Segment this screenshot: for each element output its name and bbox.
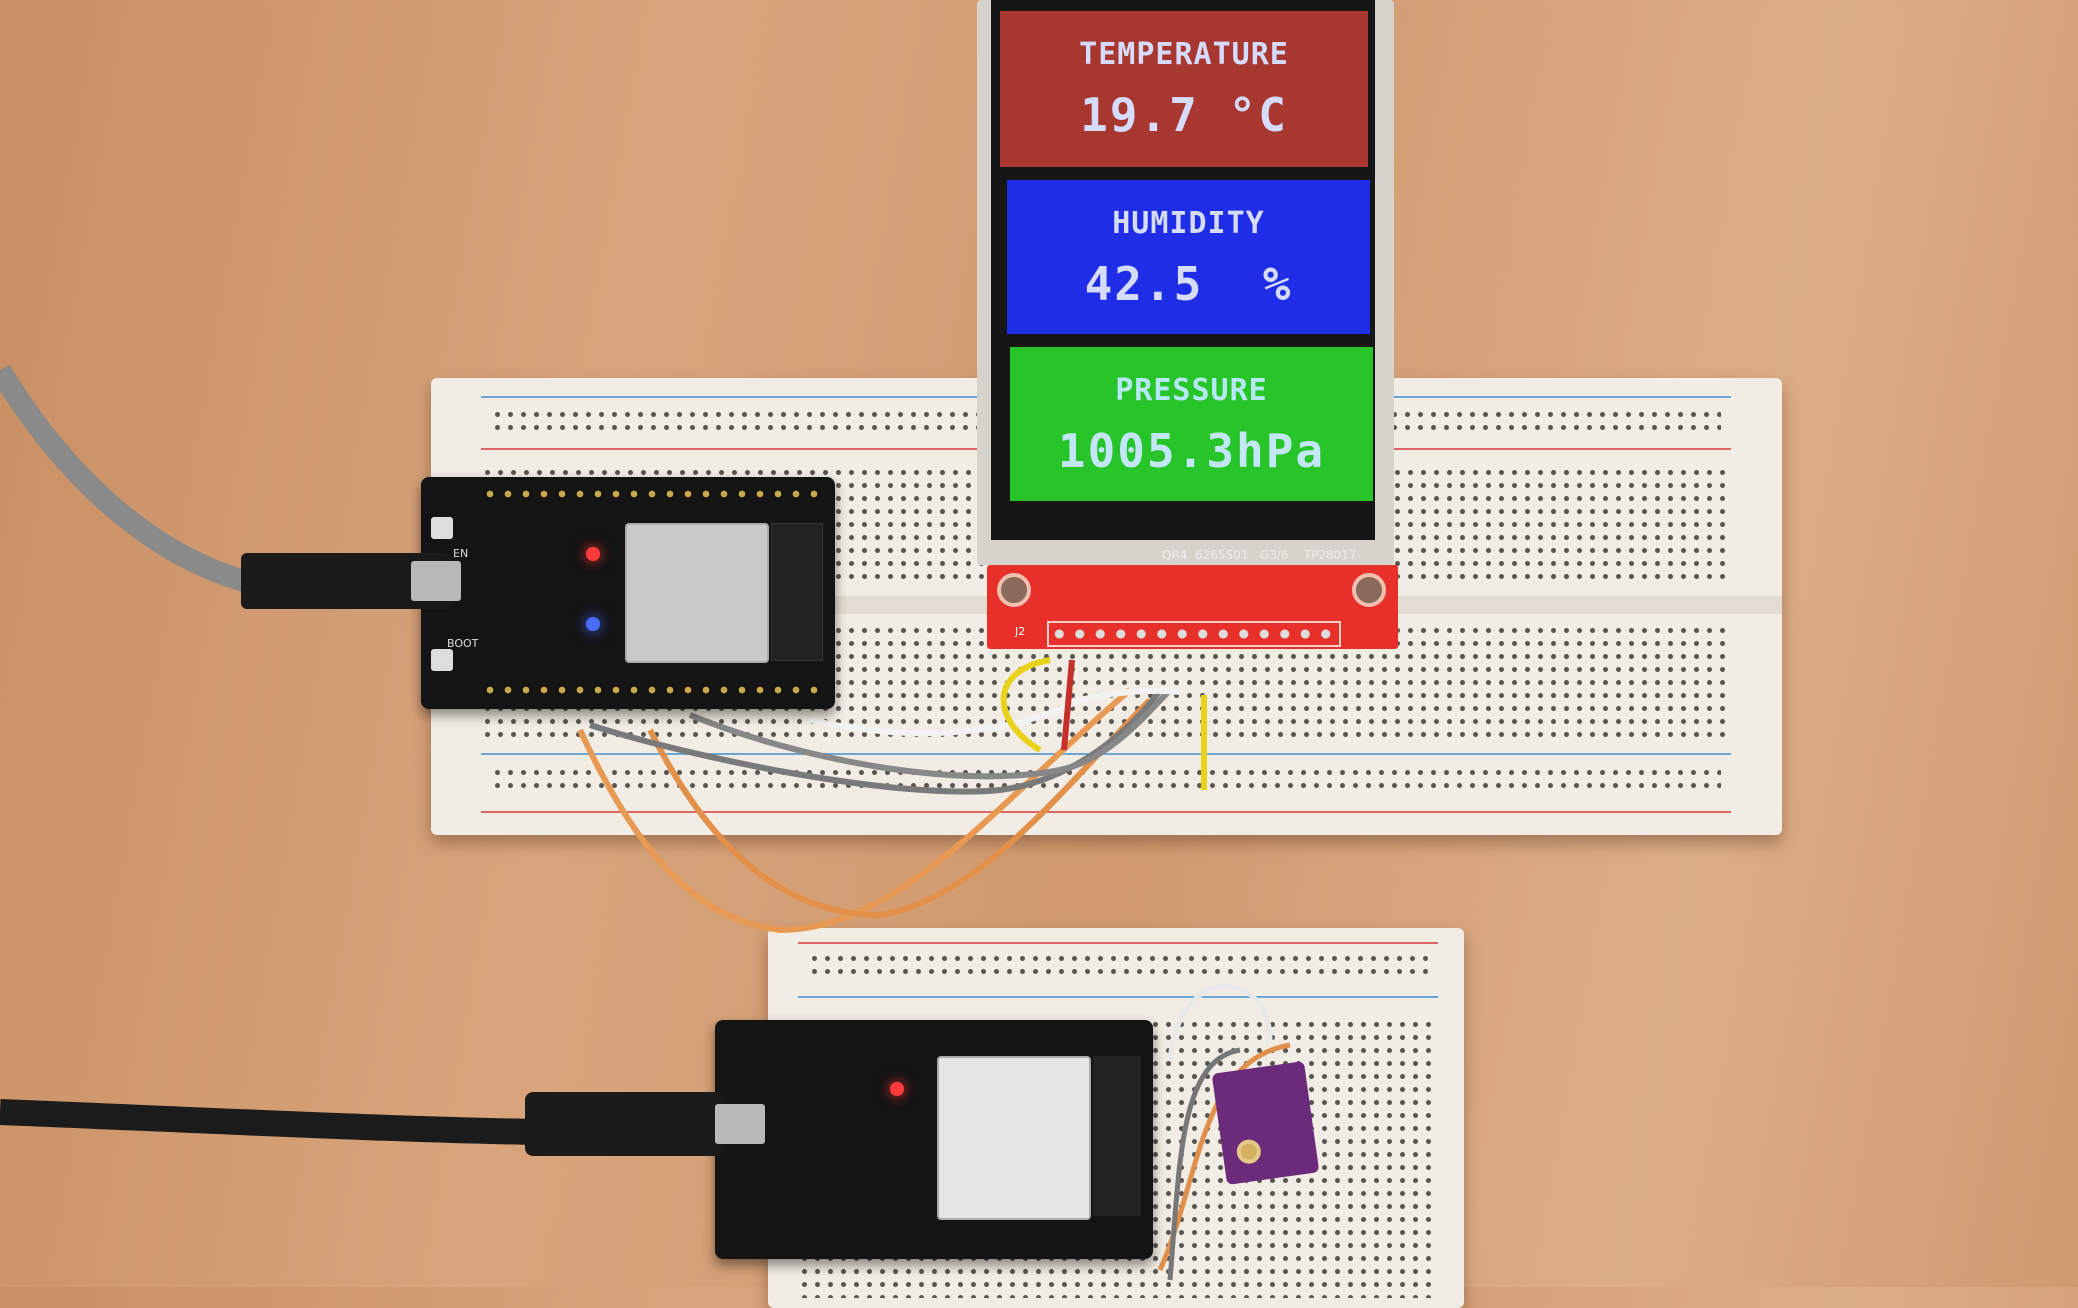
pin-header <box>1047 621 1341 647</box>
bme280-sensor <box>1211 1061 1320 1185</box>
wire-orange-2 <box>647 697 1153 919</box>
esp-wroom-module <box>625 523 769 663</box>
pcb-silkscreen: QR4 6265S01 G3/6 TP28017 <box>1162 548 1357 562</box>
en-label: EN <box>453 547 469 560</box>
micro-usb-port <box>715 1104 765 1144</box>
boot-button[interactable] <box>431 649 453 671</box>
antenna <box>1093 1056 1141 1216</box>
en-button[interactable] <box>431 517 453 539</box>
blue-led <box>586 617 600 631</box>
temperature-value: 19.7 °C <box>1080 88 1288 142</box>
wire-gray-2 <box>688 687 1173 780</box>
rail-holes-bottom <box>491 766 1721 794</box>
micro-usb-port <box>411 561 461 601</box>
connector-label: J2 <box>1015 625 1026 638</box>
wire-red <box>1061 659 1075 751</box>
tft-display-module: TEMPERATURE 19.7 °C HUMIDITY 42.5 % PRES… <box>977 0 1398 649</box>
usb-cable-bottom <box>0 1099 541 1145</box>
power-rail <box>798 942 1438 998</box>
pressure-value: 1005.3hPa <box>1057 424 1326 478</box>
antenna <box>771 523 823 661</box>
esp32-board-bottom <box>525 1020 1153 1259</box>
red-led <box>586 547 600 561</box>
wire-sensor-white <box>1167 983 1273 1061</box>
display-pcb: J2 <box>987 565 1398 649</box>
wire-yellow-1 <box>1000 657 1051 753</box>
power-rail-bottom <box>481 753 1731 813</box>
pressure-panel: PRESSURE 1005.3hPa <box>1010 347 1373 501</box>
wire-white <box>809 687 1181 737</box>
usb-connector <box>525 1092 725 1156</box>
mounting-hole <box>1352 573 1386 607</box>
wire-sensor-gray <box>1167 1047 1241 1281</box>
red-led <box>890 1082 904 1096</box>
mounting-hole <box>1235 1138 1263 1166</box>
wire-gray-1 <box>589 688 1163 795</box>
rail-holes <box>808 952 1428 982</box>
temperature-label: TEMPERATURE <box>1079 37 1289 72</box>
esp-wroom-module <box>937 1056 1091 1220</box>
humidity-panel: HUMIDITY 42.5 % <box>1007 180 1370 334</box>
pressure-label: PRESSURE <box>1115 373 1268 408</box>
humidity-label: HUMIDITY <box>1112 206 1265 241</box>
pin-header <box>481 683 821 697</box>
boot-label: BOOT <box>447 637 479 650</box>
esp32-board-top: EN BOOT <box>241 477 835 709</box>
humidity-value: 42.5 % <box>1084 257 1293 311</box>
pin-header <box>481 487 821 501</box>
temperature-panel: TEMPERATURE 19.7 °C <box>1000 11 1368 167</box>
mounting-hole <box>997 573 1031 607</box>
usb-cable-top <box>0 364 263 596</box>
